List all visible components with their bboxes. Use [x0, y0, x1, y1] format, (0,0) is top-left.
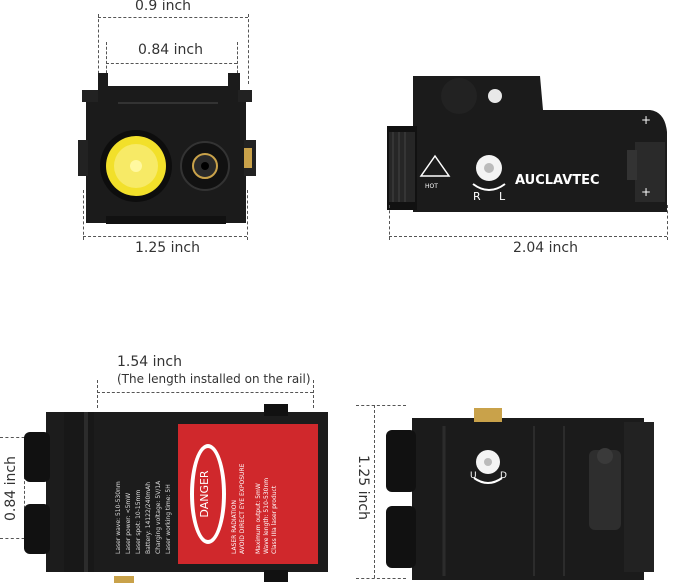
front-width-label: 0.9 inch: [135, 0, 192, 14]
svg-text:+: +: [641, 185, 651, 199]
warning-line: Class IIIa laser product: [271, 485, 278, 554]
warning-line: Maximum output: 5mW: [255, 483, 262, 554]
warning-line: AVOID DIRECT EYE EXPOSURE: [239, 463, 246, 554]
spec-line: Laser wave: 510-530nm: [115, 481, 122, 554]
adjust-d-label: D: [500, 471, 507, 481]
side-view: R L AUCLAVTEC HOT + +: [387, 76, 667, 212]
bottom-view: DANGER LASER RADIATION AVOID DIRECT EYE …: [24, 404, 328, 583]
front-base-width-label: 1.25 inch: [135, 240, 200, 256]
rail-length-note: (The length installed on the rail): [117, 372, 311, 386]
warning-line: Wave length: 510-530nm: [263, 478, 270, 554]
danger-text: DANGER: [198, 470, 211, 518]
warning-lines: LASER RADIATION AVOID DIRECT EYE EXPOSUR…: [231, 463, 278, 554]
spec-line: Battery: 14122/240mAh: [145, 482, 152, 554]
hot-label: HOT: [425, 183, 438, 190]
adjust-l-label: L: [499, 190, 506, 203]
brand-text: AUCLAVTEC: [515, 173, 600, 188]
warning-line: LASER RADIATION: [231, 500, 238, 554]
svg-text:+: +: [654, 409, 664, 423]
rail-width-label: 0.84 inch: [138, 42, 203, 58]
spec-line: Laser spot: 10-15mm: [135, 490, 142, 554]
rear-view: U D + +: [386, 408, 664, 581]
spec-lines: Laser wave: 510-530nm Laser power: <5mW …: [115, 480, 172, 554]
spec-line: Laser power: <5mW: [125, 493, 132, 554]
side-length-label: 2.04 inch: [513, 240, 578, 256]
spec-line: Laser working time: 5H: [165, 484, 172, 554]
front-view: [78, 73, 256, 224]
svg-text:+: +: [641, 113, 651, 127]
adjust-u-label: U: [470, 471, 477, 481]
svg-text:+: +: [654, 567, 664, 581]
back-height-label: 1.25 inch: [355, 455, 371, 520]
rail-length-label: 1.54 inch: [117, 354, 182, 370]
bottom-height-label: 0.84 inch: [3, 456, 19, 521]
adjust-r-label: R: [473, 190, 481, 203]
spec-line: Charging voltage: 5V/1A: [155, 480, 162, 554]
